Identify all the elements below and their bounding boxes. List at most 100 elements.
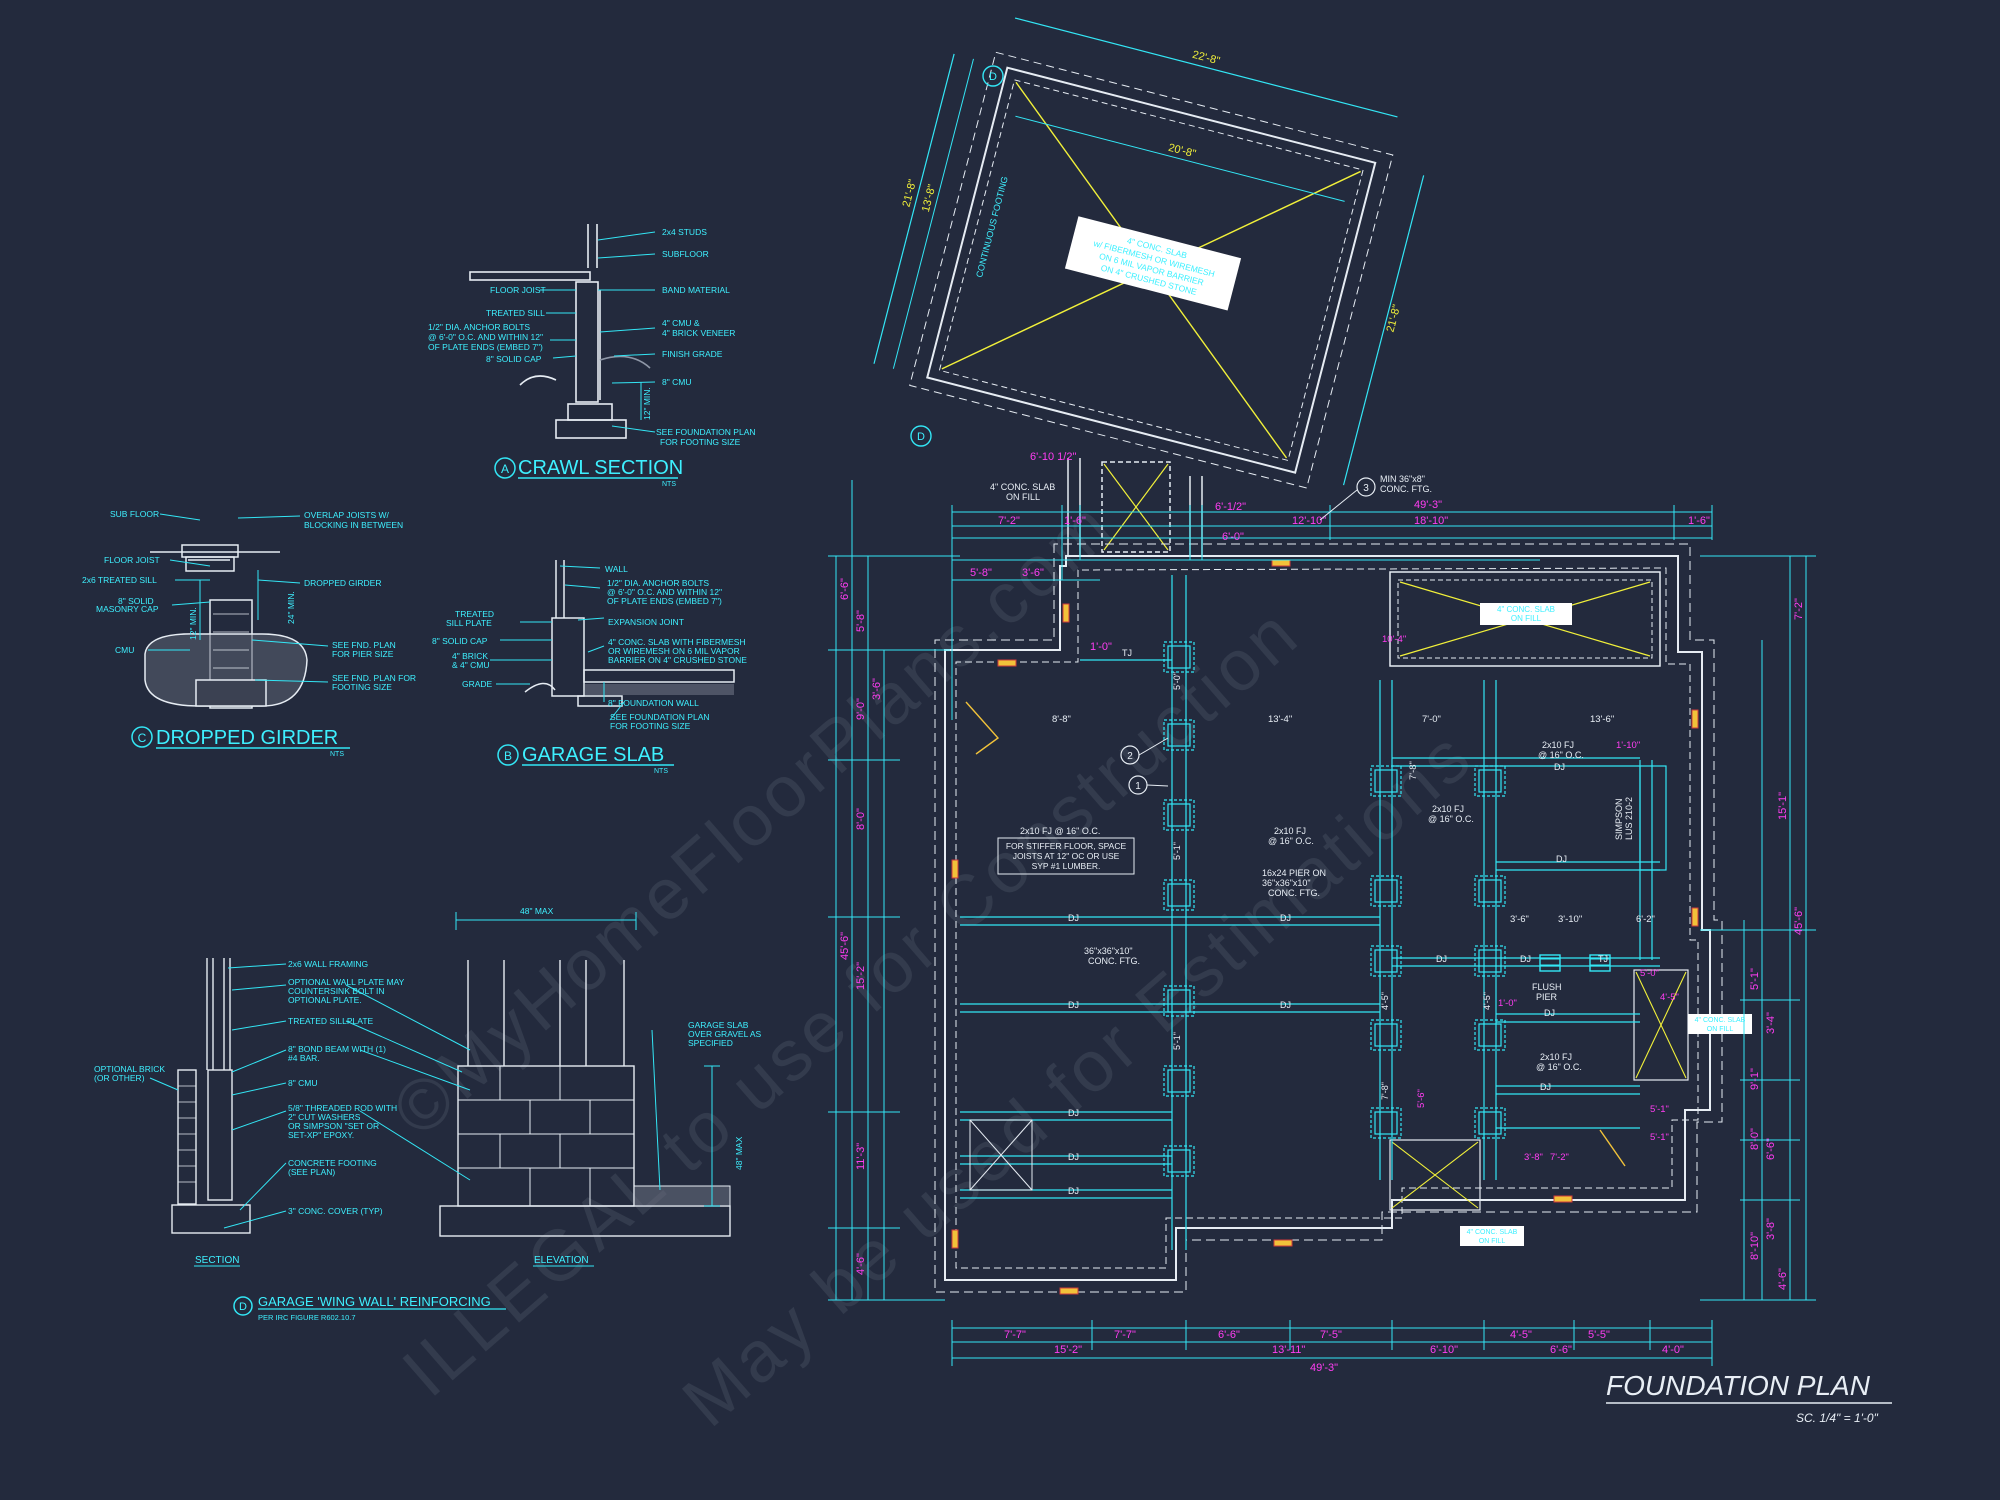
dim-right-5: 9'-1" bbox=[1749, 1068, 1761, 1090]
crawl-note-r3: 4" CMU & bbox=[662, 318, 700, 328]
dim-int-5: 3'-6" bbox=[1510, 914, 1529, 925]
dim-int-15: 5'-6" bbox=[1416, 1089, 1427, 1108]
tj-1: TJ bbox=[1122, 648, 1132, 658]
garage-dim-depth-inner: 13'-8" bbox=[920, 183, 939, 213]
dim-bottom-0: 7'-7" bbox=[1004, 1329, 1026, 1341]
garage-dim-right: 21'-8" bbox=[1385, 303, 1404, 333]
dim-right-4: 3'-4" bbox=[1765, 1012, 1777, 1034]
wing-note-12: CONCRETE FOOTING bbox=[288, 1158, 377, 1168]
dim-top-seg-a: 18'-10" bbox=[1414, 515, 1448, 527]
gslab-note-r3: OF PLATE ENDS (EMBED 7") bbox=[607, 596, 722, 606]
girder-mark: C bbox=[138, 731, 147, 745]
flush-pier-1: PIER bbox=[1536, 992, 1558, 1002]
grid-mark-top: D bbox=[989, 71, 997, 83]
slab-fill-0: 4" CONC. SLAB bbox=[1497, 605, 1555, 614]
dj-12: DJ bbox=[1540, 1082, 1551, 1092]
dim-int-12: 5'-0" bbox=[1640, 968, 1659, 979]
girder-dim-2: 24" MIN. bbox=[286, 591, 296, 624]
wing-mark: D bbox=[239, 1301, 247, 1313]
joists-left: 2x10 FJ @ 16" O.C. bbox=[1020, 826, 1100, 836]
dj-11: DJ bbox=[1520, 954, 1531, 964]
slab-fill-r-1: ON FILL bbox=[1707, 1026, 1734, 1033]
dim-int-10: 5'-1" bbox=[1650, 1132, 1669, 1143]
dim-connector-width: 6'-10 1/2" bbox=[1030, 451, 1076, 463]
wing-section-label: SECTION bbox=[195, 1255, 239, 1266]
detail-garage-slab: WALL 1/2" DIA. ANCHOR BOLTS @ 6'-0" O.C.… bbox=[432, 560, 747, 775]
gslab-note-r10: FOR FOOTING SIZE bbox=[610, 721, 691, 731]
stiff-note-1: JOISTS AT 12" OC OR USE bbox=[1013, 851, 1120, 861]
min-ftg-1: CONC. FTG. bbox=[1380, 484, 1432, 494]
girder-note-l2: 2x6 TREATED SILL bbox=[82, 575, 157, 585]
gslab-title: GARAGE SLAB bbox=[522, 744, 664, 766]
dim-bottom-8: 6'-10" bbox=[1430, 1344, 1458, 1356]
dj-10: DJ bbox=[1436, 954, 1447, 964]
crawl-note-r6: 8" CMU bbox=[662, 377, 691, 387]
gslab-note-r0: WALL bbox=[605, 564, 628, 574]
dim-bottom-2: 6'-6" bbox=[1218, 1329, 1240, 1341]
crawl-mark: A bbox=[501, 462, 509, 476]
dim-top-in-4: 1'-6" bbox=[1688, 515, 1710, 527]
dim-int-1: 8'-8" bbox=[1052, 714, 1071, 725]
wing-note-13: (SEE PLAN) bbox=[288, 1167, 335, 1177]
dim-right-9: 8'-10" bbox=[1749, 1232, 1761, 1260]
gslab-note-r8: 8" FOUNDATION WALL bbox=[608, 698, 699, 708]
crawl-title: CRAWL SECTION bbox=[518, 457, 683, 479]
gslab-note-r7: BARRIER ON 4" CRUSHED STONE bbox=[608, 655, 747, 665]
gslab-note-l5: GRADE bbox=[462, 679, 493, 689]
girder-span-4: 4'-5" bbox=[1380, 992, 1390, 1010]
dim-bottom-6: 15'-2" bbox=[1054, 1344, 1082, 1356]
dim-right-8: 3'-8" bbox=[1765, 1218, 1777, 1240]
gslab-note-r6: OR WIREMESH ON 6 MIL VAPOR bbox=[608, 646, 740, 656]
dim-int-9: 4'-5" bbox=[1660, 992, 1679, 1003]
girder-span-6: 7'-8" bbox=[1380, 1082, 1390, 1100]
girder-note-r0: OVERLAP JOISTS W/ bbox=[304, 510, 390, 520]
wing-height-dim: 48" MAX bbox=[734, 1136, 744, 1170]
crawl-mark-circle bbox=[494, 457, 516, 479]
wing-optional-brick-1: (OR OTHER) bbox=[94, 1073, 145, 1083]
watermark: ©MyHomeFloorPlans.com ILLEGAL to use for… bbox=[378, 485, 1488, 1442]
crawl-note-r0: 2x4 STUDS bbox=[662, 227, 707, 237]
wing-title: GARAGE 'WING WALL' REINFORCING bbox=[258, 1294, 491, 1309]
girder-dim-1: 12" MIN. bbox=[188, 607, 198, 640]
dj-3: DJ bbox=[1068, 1000, 1079, 1010]
pier-note-1: 36"x36"x10" bbox=[1262, 878, 1311, 888]
wing-note-11: SET-XP" EPOXY. bbox=[288, 1130, 354, 1140]
dim-int-17: 10'-4" bbox=[1382, 634, 1406, 645]
dim-bottom-4: 4'-5" bbox=[1510, 1329, 1532, 1341]
grid-mark-bottom: D bbox=[917, 431, 925, 443]
dim-left-3: 8'-0" bbox=[855, 808, 867, 830]
dim-right-6: 6'-6" bbox=[1765, 1138, 1777, 1160]
crawl-nts: NTS bbox=[662, 481, 676, 488]
dim-left-2: 9'-0" bbox=[855, 698, 867, 720]
joists-r1-0: 2x10 FJ bbox=[1432, 804, 1464, 814]
dj-5: DJ bbox=[1068, 1108, 1079, 1118]
joists-r2-0: 2x10 FJ bbox=[1542, 740, 1574, 750]
title-block: FOUNDATION PLAN SC. 1/4" = 1'-0" bbox=[1606, 1370, 1892, 1425]
girder-note-r5: SEE FND. PLAN FOR bbox=[332, 673, 416, 683]
crawl-note-l2: 1/2" DIA. ANCHOR BOLTS bbox=[428, 322, 530, 332]
stiff-note-0: FOR STIFFER FLOOR, SPACE bbox=[1006, 841, 1127, 851]
girder-nts: NTS bbox=[330, 751, 344, 758]
gslab-note-l2: 8" SOLID CAP bbox=[432, 636, 488, 646]
detail-wing-wall: 2x6 WALL FRAMING OPTIONAL WALL PLATE MAY… bbox=[94, 906, 762, 1322]
gslab-note-r4: EXPANSION JOINT bbox=[608, 617, 684, 627]
plan-scale: SC. 1/4" = 1'-0" bbox=[1796, 1411, 1879, 1425]
dim-int-13: 3'-8" bbox=[1524, 1152, 1543, 1163]
girder-title: DROPPED GIRDER bbox=[156, 727, 338, 749]
crawl-dim: 12" MIN. bbox=[642, 387, 652, 420]
joists-r3-1: @ 16" O.C. bbox=[1536, 1062, 1582, 1072]
plan-title: FOUNDATION PLAN bbox=[1606, 1370, 1871, 1401]
joists-r2-1: @ 16" O.C. bbox=[1538, 750, 1584, 760]
ftg-note-1: CONC. FTG. bbox=[1088, 956, 1140, 966]
dim-int-16: 1'-0" bbox=[1498, 998, 1517, 1009]
wing-gslab-note-2: SPECIFIED bbox=[688, 1038, 733, 1048]
dim-left-8: 3'-6" bbox=[871, 678, 883, 700]
dj-8: DJ bbox=[1554, 762, 1565, 772]
wing-gslab-note-0: GARAGE SLAB bbox=[688, 1020, 749, 1030]
ftg-note-0: 36"x36"x10" bbox=[1084, 946, 1133, 956]
dim-left-6: 11'-3" bbox=[855, 1143, 867, 1170]
dim-bottom-total: 49'-3" bbox=[1310, 1362, 1338, 1374]
girder-note-r1: BLOCKING IN BETWEEN bbox=[304, 520, 403, 530]
dj-4: DJ bbox=[1280, 1000, 1291, 1010]
crawl-note-r4: 4" BRICK VENEER bbox=[662, 328, 735, 338]
